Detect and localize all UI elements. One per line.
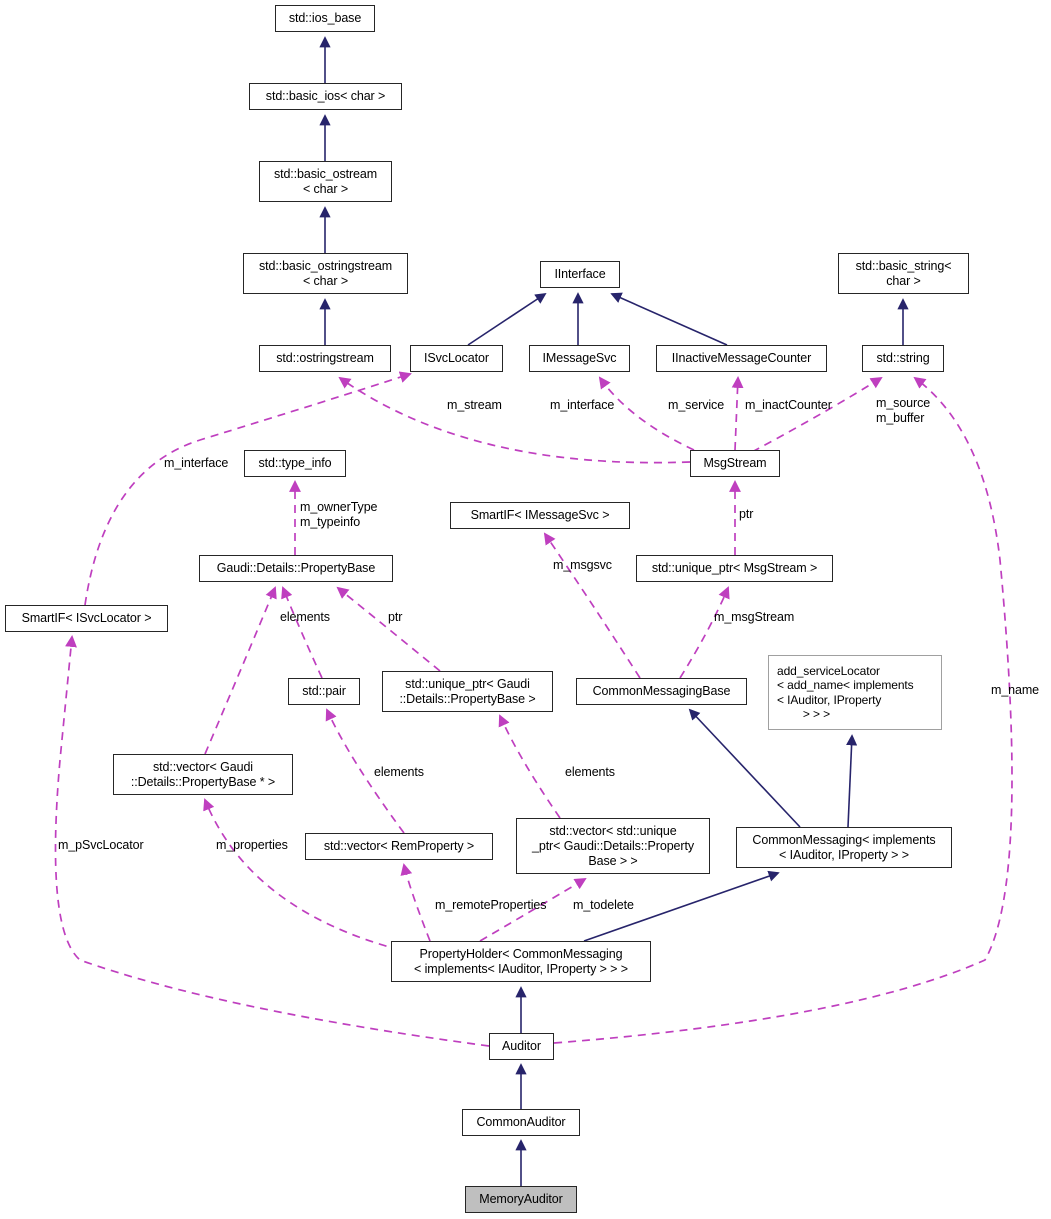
class-node-label: IMessageSvc (542, 351, 617, 365)
edge-MsgStream-to-IInactiveMessageCounter (731, 376, 744, 451)
class-node-label: MsgStream (703, 456, 767, 470)
inheritance-edges (319, 36, 909, 1186)
class-node-pair[interactable]: std::pair (288, 678, 360, 705)
class-node-label: Gaudi::Details::PropertyBase (216, 561, 376, 575)
class-node-label: std::basic_string< char > (855, 258, 952, 288)
class-node-label: std::basic_ostream < char > (273, 166, 378, 196)
edge-label-m_interface_msg: m_interface (550, 398, 615, 412)
edge-label-elements_uptr: elements (565, 765, 615, 779)
class-node-ISvcLocator[interactable]: ISvcLocator (410, 345, 503, 372)
class-node-label: std::vector< RemProperty > (323, 839, 475, 853)
class-node-label: std::basic_ostringstream < char > (258, 258, 393, 288)
class-node-vector_unique_ptr_PropertyBase[interactable]: std::vector< std::unique _ptr< Gaudi::De… (516, 818, 710, 874)
class-node-label: std::vector< std::unique _ptr< Gaudi::De… (531, 823, 694, 868)
class-node-label: SmartIF< ISvcLocator > (21, 611, 152, 625)
class-node-add_serviceLocator[interactable]: add_serviceLocator < add_name< implement… (768, 655, 942, 730)
class-node-unique_ptr_MsgStream[interactable]: std::unique_ptr< MsgStream > (636, 555, 833, 582)
edge-label-ptr_msgstream: ptr (739, 507, 754, 521)
class-node-PropertyHolder[interactable]: PropertyHolder< CommonMessaging < implem… (391, 941, 651, 982)
class-node-IInactiveMessageCounter[interactable]: IInactiveMessageCounter (656, 345, 827, 372)
class-node-ostringstream[interactable]: std::ostringstream (259, 345, 391, 372)
class-node-vector_PropertyBase_ptr[interactable]: std::vector< Gaudi ::Details::PropertyBa… (113, 754, 293, 795)
class-node-label: CommonMessaging< implements < IAuditor, … (752, 832, 936, 862)
class-node-label: ISvcLocator (424, 351, 489, 365)
edge-label-m_msgStream: m_msgStream (714, 610, 795, 624)
class-node-Auditor[interactable]: Auditor (489, 1033, 554, 1060)
class-node-label: CommonAuditor (476, 1115, 566, 1129)
edge-label-m_pSvcLocator: m_pSvcLocator (58, 838, 144, 852)
class-node-CommonAuditor[interactable]: CommonAuditor (462, 1109, 580, 1136)
edge-label-m_todelete: m_todelete (573, 898, 634, 912)
class-node-MemoryAuditor[interactable]: MemoryAuditor (465, 1186, 577, 1213)
edge-CommonMessagingBase-to-unique_ptr_MsgStream (679, 586, 730, 679)
edge-ISvcLocator-to-IInterface (467, 292, 547, 346)
class-node-CommonMessaging[interactable]: CommonMessaging< implements < IAuditor, … (736, 827, 952, 868)
class-node-PropertyBase[interactable]: Gaudi::Details::PropertyBase (199, 555, 393, 582)
edge-label-elements_pair: elements (374, 765, 424, 779)
class-node-SmartIF_ISvcLocator[interactable]: SmartIF< ISvcLocator > (5, 605, 168, 632)
class-node-label: std::basic_ios< char > (265, 89, 386, 103)
class-node-ios_base[interactable]: std::ios_base (275, 5, 375, 32)
edge-label-m_inactCounter: m_inactCounter (745, 398, 832, 412)
class-node-CommonMessagingBase[interactable]: CommonMessagingBase (576, 678, 747, 705)
class-node-label: std::unique_ptr< Gaudi ::Details::Proper… (399, 676, 536, 706)
edge-pair-to-PropertyBase (281, 586, 323, 679)
edge-label-m_interface_loc: m_interface (164, 456, 229, 470)
class-node-basic_ios[interactable]: std::basic_ios< char > (249, 83, 402, 110)
class-node-label: CommonMessagingBase (592, 684, 731, 698)
edge-label-m_properties: m_properties (216, 838, 288, 852)
edge-MsgStream-to-string (751, 376, 883, 453)
edge-label-m_msgsvc: m_msgsvc (553, 558, 612, 572)
class-node-vector_RemProperty[interactable]: std::vector< RemProperty > (305, 833, 493, 860)
class-node-label: add_serviceLocator < add_name< implement… (777, 663, 914, 722)
class-node-IMessageSvc[interactable]: IMessageSvc (529, 345, 630, 372)
edge-PropertyHolder-to-vector_PropertyBase_ptr (203, 798, 401, 951)
edge-CommonMessaging-to-add_serviceLocator (845, 734, 858, 828)
edge-label-m_name: m_name (991, 683, 1040, 697)
class-node-basic_ostringstream[interactable]: std::basic_ostringstream < char > (243, 253, 408, 294)
class-node-basic_string[interactable]: std::basic_string< char > (838, 253, 969, 294)
class-node-unique_ptr_PropertyBase[interactable]: std::unique_ptr< Gaudi ::Details::Proper… (382, 671, 553, 712)
class-node-label: std::vector< Gaudi ::Details::PropertyBa… (130, 759, 276, 789)
class-node-label: IInactiveMessageCounter (671, 351, 812, 365)
class-node-label: Auditor (502, 1039, 541, 1053)
edge-label-m_service: m_service (668, 398, 725, 412)
edge-PropertyHolder-to-vector_RemProperty (400, 863, 431, 942)
edge-label-elements_pb: elements (280, 610, 330, 624)
class-node-label: std::unique_ptr< MsgStream > (651, 561, 818, 575)
edge-label-m_source_buffer: m_source m_buffer (876, 396, 931, 425)
edge-vector_PropertyBase_ptr-to-PropertyBase (204, 586, 277, 755)
class-node-label: SmartIF< IMessageSvc > (470, 508, 610, 522)
class-node-label: std::string (876, 351, 930, 365)
class-node-SmartIF_IMessageSvc[interactable]: SmartIF< IMessageSvc > (450, 502, 630, 529)
edge-CommonMessagingBase-to-SmartIF_IMessageSvc (543, 532, 641, 679)
edge-unique_ptr_PropertyBase-to-PropertyBase (336, 586, 441, 672)
class-node-label: std::ostringstream (276, 351, 374, 365)
edge-label-m_ownerType: m_ownerType m_typeinfo (300, 500, 378, 529)
class-node-basic_ostream[interactable]: std::basic_ostream < char > (259, 161, 392, 202)
class-node-label: MemoryAuditor (479, 1192, 563, 1206)
class-node-type_info[interactable]: std::type_info (244, 450, 346, 477)
edge-label-m_remoteProperties: m_remoteProperties (435, 898, 547, 912)
class-node-MsgStream[interactable]: MsgStream (690, 450, 780, 477)
edge-IInactiveMessageCounter-to-IInterface (610, 292, 728, 346)
class-node-label: std::ios_base (288, 11, 362, 25)
edge-label-ptr_pb: ptr (388, 610, 403, 624)
class-node-label: IInterface (554, 267, 606, 281)
edge-MsgStream-to-IMessageSvc (598, 376, 695, 451)
class-node-label: std::pair (302, 684, 346, 698)
edge-vector_unique_ptr-to-unique_ptr_PropertyBase (498, 714, 561, 819)
class-node-label: std::type_info (258, 456, 332, 470)
edge-MsgStream-to-ostringstream (338, 376, 691, 464)
class-node-IInterface[interactable]: IInterface (540, 261, 620, 288)
class-node-string[interactable]: std::string (862, 345, 944, 372)
edge-label-m_stream: m_stream (447, 398, 502, 412)
class-node-label: PropertyHolder< CommonMessaging < implem… (414, 946, 628, 976)
